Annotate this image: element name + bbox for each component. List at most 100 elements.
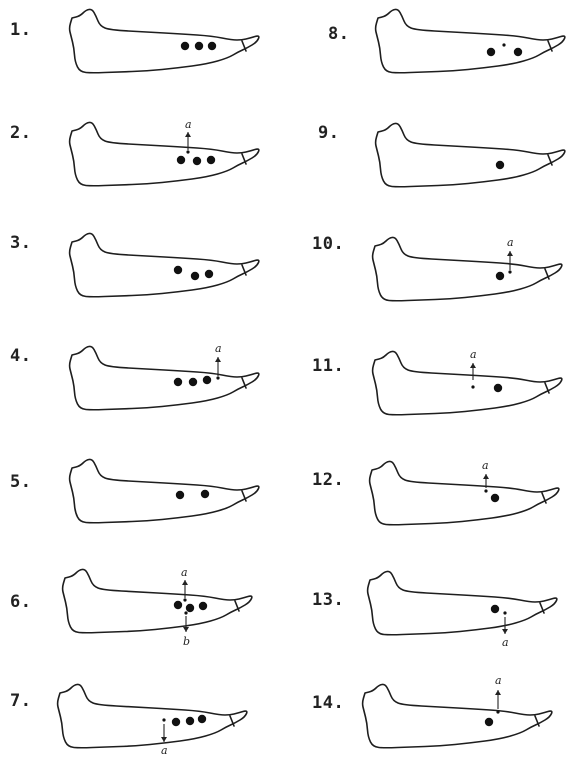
arrowhead — [507, 251, 513, 256]
foramen-mark — [496, 272, 504, 280]
foramen-mark — [205, 270, 213, 278]
figure-3 — [70, 233, 259, 296]
arrowhead — [215, 357, 221, 362]
figure-8 — [376, 9, 565, 72]
foramen-mark — [198, 715, 206, 723]
annotation-letter: a — [502, 636, 509, 649]
figure-label: 10. — [312, 234, 344, 254]
foramen-mark — [189, 378, 197, 386]
foramen-mark — [199, 602, 207, 610]
figure-9 — [376, 123, 565, 186]
annotation-letter: a — [507, 236, 514, 249]
figure-label: 7. — [10, 691, 31, 711]
foramen-mark — [494, 384, 502, 392]
annotation-letter: a — [215, 342, 222, 355]
figure-7: a — [58, 684, 247, 757]
jaw-outline — [363, 684, 552, 747]
jaw-outline — [70, 9, 259, 72]
foramen-mark — [208, 42, 216, 50]
figure-label: 13. — [312, 590, 344, 610]
accessory-dot — [496, 710, 499, 713]
annotation-letter: a — [495, 674, 502, 687]
figure-label: 4. — [10, 346, 31, 366]
jaw-outline — [58, 684, 247, 747]
annotation-letter: a — [482, 459, 489, 472]
figure-label: 6. — [10, 592, 31, 612]
foramen-mark — [207, 156, 215, 164]
accessory-dot — [183, 598, 186, 601]
figure-label: 14. — [312, 693, 344, 713]
foramen-mark — [177, 156, 185, 164]
foramen-mark — [186, 717, 194, 725]
jaw-outline — [368, 571, 557, 634]
foramen-mark — [514, 48, 522, 56]
accessory-dot — [502, 43, 505, 46]
annotation-letter: a — [185, 118, 192, 131]
accessory-dot — [184, 611, 187, 614]
figure-label: 2. — [10, 123, 31, 143]
foramen-mark — [491, 494, 499, 502]
arrowhead — [161, 737, 167, 742]
foramen-mark — [174, 601, 182, 609]
foramen-mark — [193, 157, 201, 165]
jaw-outline — [63, 569, 252, 632]
accessory-dot — [162, 718, 165, 721]
figure-5 — [70, 459, 259, 522]
figure-label: 1. — [10, 20, 31, 40]
foramen-mark — [191, 272, 199, 280]
figure-label: 5. — [10, 472, 31, 492]
jaw-outline — [373, 237, 562, 300]
foramen-mark — [203, 376, 211, 384]
jaw-outline — [70, 346, 259, 409]
figure-14: a — [363, 674, 552, 748]
figure-10: a — [373, 236, 562, 301]
figure-4: a — [70, 342, 259, 410]
figure-2: a — [70, 118, 259, 186]
jaw-outline — [70, 459, 259, 522]
foramen-mark — [174, 378, 182, 386]
accessory-dot — [508, 270, 511, 273]
jaw-outline — [370, 461, 559, 524]
foramen-mark — [195, 42, 203, 50]
arrowhead — [185, 132, 191, 137]
foramen-mark — [485, 718, 493, 726]
annotation-letter: a — [161, 744, 168, 757]
accessory-dot — [216, 376, 219, 379]
jaw-outline — [376, 123, 565, 186]
figure-label: 8. — [328, 24, 349, 44]
figure-11: a — [373, 348, 562, 415]
arrowhead — [495, 690, 501, 695]
annotation-letter: b — [183, 635, 190, 648]
annotation-letter: a — [470, 348, 477, 361]
annotation-letter: a — [181, 566, 188, 579]
jaw-outline — [70, 122, 259, 185]
arrowhead — [470, 363, 476, 368]
foramen-mark — [496, 161, 504, 169]
figure-label: 11. — [312, 356, 344, 376]
foramen-mark — [491, 605, 499, 613]
figure-label: 3. — [10, 233, 31, 253]
foramen-mark — [174, 266, 182, 274]
figure-label: 9. — [318, 123, 339, 143]
arrowhead — [183, 627, 189, 632]
accessory-dot — [186, 150, 189, 153]
foramen-mark — [201, 490, 209, 498]
figure-6: ab — [63, 566, 252, 648]
figure-1 — [70, 9, 259, 72]
figure-label: 12. — [312, 470, 344, 490]
figure-12: a — [370, 459, 559, 525]
arrowhead — [182, 580, 188, 585]
foramen-mark — [186, 604, 194, 612]
accessory-dot — [471, 385, 474, 388]
arrowhead — [483, 474, 489, 479]
foramen-mark — [487, 48, 495, 56]
foramen-mark — [172, 718, 180, 726]
figure-13: a — [368, 571, 557, 649]
foramen-mark — [181, 42, 189, 50]
jaw-outline — [373, 351, 562, 414]
accessory-dot — [503, 611, 506, 614]
accessory-dot — [484, 489, 487, 492]
jaw-outline — [70, 233, 259, 296]
